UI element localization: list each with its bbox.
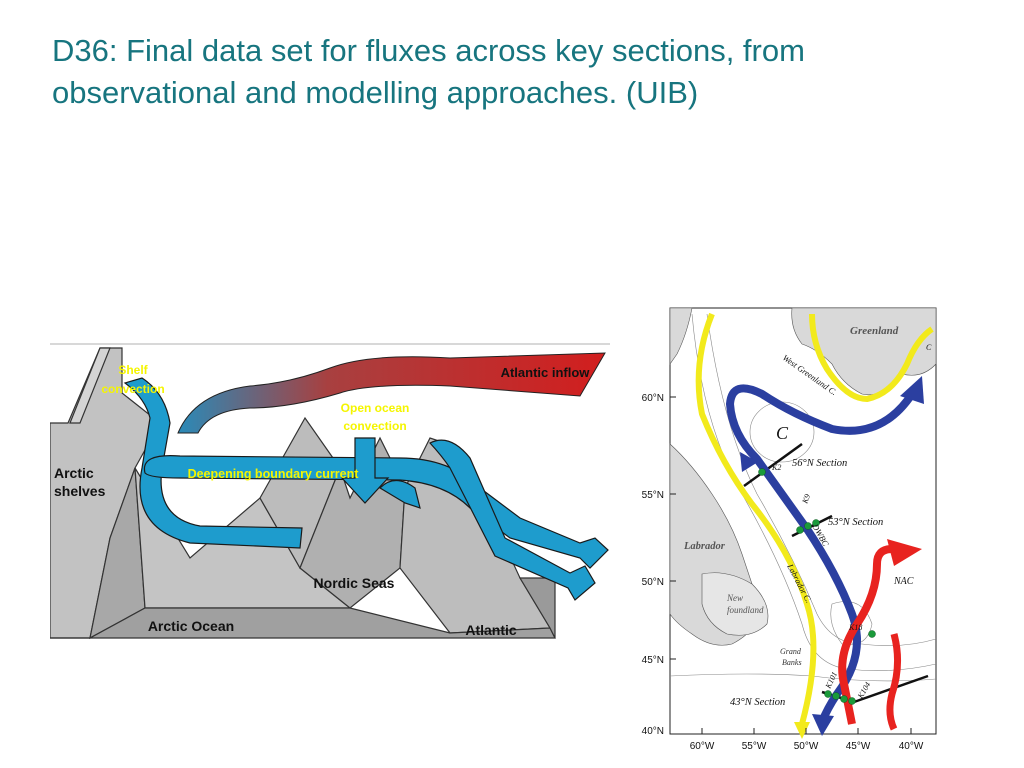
arctic-circulation-schematic: Atlantic inflow Shelf convection Open oc… bbox=[50, 343, 610, 640]
nac-return-arrow bbox=[886, 633, 901, 731]
moorings bbox=[758, 468, 876, 705]
arctic-ocean-label: Arctic Ocean bbox=[148, 618, 234, 634]
dwbc-arrow bbox=[725, 384, 916, 724]
dwbc-arrowhead bbox=[812, 714, 834, 736]
longitude-ticks bbox=[701, 728, 912, 734]
shelf-convection-label-line1: Shelf bbox=[118, 363, 148, 377]
labrador-current-arrow bbox=[695, 312, 817, 725]
latitude-axis: 60°N 55°N 50°N 45°N 40°N bbox=[642, 393, 664, 737]
open-ocean-convection-label-line1: Open ocean bbox=[341, 401, 410, 415]
lat-tick-label: 50°N bbox=[642, 577, 664, 588]
mooring-k18 bbox=[868, 630, 876, 638]
k18-label: K18 bbox=[848, 623, 862, 632]
nac-arrowhead bbox=[887, 539, 922, 566]
labrador-sea-map: Greenland Labrador New foundland Grand B… bbox=[642, 307, 937, 752]
slide-title: D36: Final data set for fluxes across ke… bbox=[52, 33, 805, 110]
shelf-convection-label-line2: convection bbox=[101, 382, 164, 396]
open-ocean-convection-label-line2: convection bbox=[343, 419, 406, 433]
lon-tick-label: 60°W bbox=[690, 741, 715, 752]
atlantic-label: Atlantic bbox=[465, 622, 517, 638]
lat-tick-label: 60°N bbox=[642, 393, 664, 404]
arctic-shelves-label-line2: shelves bbox=[54, 483, 106, 499]
section-56N-line bbox=[743, 442, 803, 488]
nac-label: NAC bbox=[893, 576, 914, 587]
atlantic-inflow-label: Atlantic inflow bbox=[501, 365, 591, 380]
labrador-label: Labrador bbox=[683, 541, 726, 552]
lat-tick-label: 45°N bbox=[642, 655, 664, 666]
latitude-ticks bbox=[670, 396, 676, 660]
west-greenland-current-arrow bbox=[809, 313, 934, 403]
section-56N-label: 56°N Section bbox=[792, 458, 847, 469]
lon-tick-label: 50°W bbox=[794, 741, 819, 752]
atlantic-inflow-arrow bbox=[177, 352, 606, 434]
lat-tick-label: 55°N bbox=[642, 490, 664, 501]
dwbc-entry-arrowhead bbox=[900, 376, 924, 404]
lon-tick-label: 40°W bbox=[899, 741, 924, 752]
section-43N-label: 43°N Section bbox=[730, 697, 785, 708]
k2-label: K2 bbox=[771, 463, 781, 472]
dwbc-mid-arrowhead bbox=[740, 452, 758, 472]
greenland-label: Greenland bbox=[850, 325, 899, 337]
nac-arrow bbox=[838, 545, 893, 725]
blue-flows bbox=[123, 377, 609, 601]
k9-label: K9 bbox=[800, 493, 812, 506]
terrain bbox=[50, 347, 556, 640]
section-53N-label: 53°N Section bbox=[828, 517, 883, 528]
lat-tick-label: 40°N bbox=[642, 726, 664, 737]
grand-banks-label-line1: Grand bbox=[780, 647, 802, 656]
small-c-label: C bbox=[926, 343, 932, 352]
labrador-current-arrowhead bbox=[794, 722, 810, 739]
mooring-k2 bbox=[758, 468, 766, 476]
deepening-boundary-current-label: Deepening boundary current bbox=[188, 467, 360, 481]
gyre-center-label: C bbox=[776, 423, 789, 443]
nordic-seas-label: Nordic Seas bbox=[314, 575, 395, 591]
lon-tick-label: 45°W bbox=[846, 741, 871, 752]
longitude-axis: 60°W 55°W 50°W 45°W 40°W bbox=[690, 741, 924, 752]
newfoundland-label-line1: New bbox=[726, 593, 743, 603]
lon-tick-label: 55°W bbox=[742, 741, 767, 752]
grand-banks-label-line2: Banks bbox=[782, 658, 802, 667]
newfoundland-label-line2: foundland bbox=[727, 605, 764, 615]
arctic-shelves-label-line1: Arctic bbox=[54, 465, 94, 481]
